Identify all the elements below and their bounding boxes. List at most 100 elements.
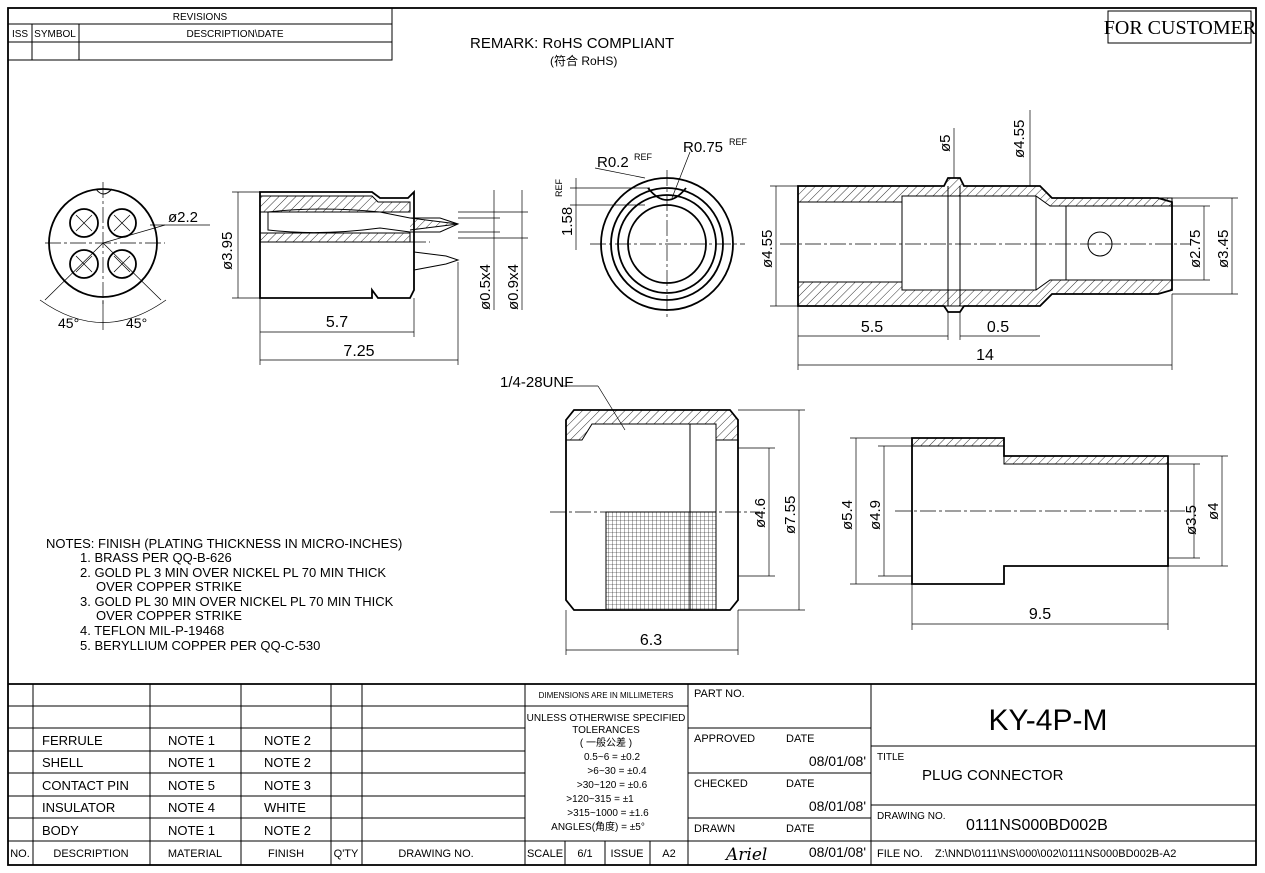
bom-row-insulator-finish: WHITE xyxy=(264,800,306,815)
dim-collar-diameter: ø5 xyxy=(937,134,954,152)
dim-radius-0-2: R0.2 xyxy=(597,154,629,171)
part-number: KY-4P-M xyxy=(989,704,1108,737)
sheet-border xyxy=(7,7,1257,866)
tolerance-row-2: >6~30 = ±0.4 xyxy=(587,766,647,777)
title-block: FERRULE NOTE 1 NOTE 2 SHELL NOTE 1 NOTE … xyxy=(8,683,1256,865)
bom-row-contact-material: NOTE 5 xyxy=(168,778,215,793)
drawing-number: 0111NS000BD002B xyxy=(966,817,1108,834)
approved-date: 08/01/08' xyxy=(809,753,866,769)
dim-shell-od: ø7.55 xyxy=(782,496,799,534)
dim-angle-right: 45° xyxy=(126,315,147,331)
revisions-title: REVISIONS xyxy=(173,12,228,23)
body-section-view: ø4.55 ø5 ø4.55 ø2.75 ø3.45 5.5 0.5 14 xyxy=(759,110,1238,370)
dim-len-5-7: 5.7 xyxy=(326,314,348,331)
dim-radius-0-75-ref: REF xyxy=(729,137,748,147)
bom-row-ferrule-desc: FERRULE xyxy=(42,733,103,748)
drawn-date: 08/01/08' xyxy=(809,844,866,860)
file-path: Z:\NND\0111\NS\000\002\0111NS000BD002B-A… xyxy=(935,848,1176,860)
dim-shell-bore: ø4.6 xyxy=(752,498,769,528)
dim-pin-diameter-2: ø0.9x4 xyxy=(505,264,522,310)
tolerance-row-1: 0.5~6 = ±0.2 xyxy=(584,752,641,763)
bom-row-ferrule-finish: NOTE 2 xyxy=(264,733,311,748)
dim-ferrule-od: ø5.4 xyxy=(839,500,856,530)
contact-pin-view: ø3.95 5.7 7.25 ø0.5x4 ø0.9x4 xyxy=(219,189,528,365)
notes-heading: NOTES: FINISH (PLATING THICKNESS IN MICR… xyxy=(46,536,402,551)
revisions-col-symbol: SYMBOL xyxy=(34,29,76,40)
bom-row-shell-material: NOTE 1 xyxy=(168,755,215,770)
dim-tail-diameter: ø3.45 xyxy=(1215,230,1232,268)
tolerance-row-4: >120~315 = ±1 xyxy=(566,794,634,805)
tolerance-line3: ( 一般公差 ) xyxy=(580,736,632,749)
issue-label: ISSUE xyxy=(610,848,643,860)
title-label: TITLE xyxy=(877,752,905,763)
note-3: 3. GOLD PL 30 MIN OVER NICKEL PL 70 MIN … xyxy=(80,594,394,609)
drawing-title: PLUG CONNECTOR xyxy=(922,767,1064,784)
front-face-view: ø2.2 45° 45° xyxy=(39,182,210,331)
note-4: 4. TEFLON MIL-P-19468 xyxy=(80,623,224,638)
dim-body-diameter-4-55: ø4.55 xyxy=(759,230,776,268)
shell-section-view: 1/4-28UNF ø4.6 ø7.55 6.3 xyxy=(500,374,805,655)
dim-thread: 1/4-28UNF xyxy=(500,374,573,391)
dim-len-0-5: 0.5 xyxy=(987,319,1009,336)
revisions-col-iss: ISS xyxy=(12,29,28,40)
bom-row-shell-desc: SHELL xyxy=(42,755,83,770)
note-5: 5. BERYLLIUM COPPER PER QQ-C-530 xyxy=(80,638,320,653)
remark-line1: REMARK: RoHS COMPLIANT xyxy=(470,35,674,52)
revisions-col-desc: DESCRIPTION\DATE xyxy=(186,29,283,40)
drawn-date-label: DATE xyxy=(786,823,815,835)
note-1: 1. BRASS PER QQ-B-626 xyxy=(80,550,232,565)
checked-date: 08/01/08' xyxy=(809,798,866,814)
insulator-end-view: 1.58 REF R0.2 REF R0.75 REF xyxy=(554,137,748,320)
dim-len-14: 14 xyxy=(976,347,994,364)
bom-row-body-material: NOTE 1 xyxy=(168,823,215,838)
dim-shell-length: 6.3 xyxy=(640,632,662,649)
bom-row-body-desc: BODY xyxy=(42,823,79,838)
dim-len-5-5: 5.5 xyxy=(861,319,883,336)
bom-header-drawing-no: DRAWING NO. xyxy=(398,848,473,860)
bom-row-ferrule-material: NOTE 1 xyxy=(168,733,215,748)
revisions-block: REVISIONS ISS SYMBOL DESCRIPTION\DATE xyxy=(7,7,393,61)
bom-row-shell-finish: NOTE 2 xyxy=(264,755,311,770)
scale-value: 6/1 xyxy=(577,848,592,860)
tolerance-line2: TOLERANCES xyxy=(572,725,640,736)
bom-header-desc: DESCRIPTION xyxy=(53,848,128,860)
scale-label: SCALE xyxy=(527,848,563,860)
bom-row-body-finish: NOTE 2 xyxy=(264,823,311,838)
dim-radius-0-75: R0.75 xyxy=(683,139,723,156)
bom-header-material: MATERIAL xyxy=(168,848,222,860)
issue-value: A2 xyxy=(662,848,675,860)
bom-row-insulator-desc: INSULATOR xyxy=(42,800,115,815)
dim-pin-tip-diameter: ø0.5x4 xyxy=(477,264,494,310)
ferrule-section-view: ø5.4 ø4.9 ø3.5 ø4 9.5 xyxy=(839,437,1228,630)
bom-header-no: NO. xyxy=(10,848,30,860)
part-no-label: PART NO. xyxy=(694,688,745,700)
dim-pin-diameter: ø2.2 xyxy=(168,209,198,226)
bom-row-insulator-material: NOTE 4 xyxy=(168,800,215,815)
drawn-by-signature: Ariel xyxy=(724,845,767,865)
dim-ferrule-id: ø4.9 xyxy=(867,500,884,530)
note-2-cont: OVER COPPER STRIKE xyxy=(96,579,242,594)
dim-collar-diameter-4-55: ø4.55 xyxy=(1011,120,1028,158)
bom-header-finish: FINISH xyxy=(268,848,304,860)
checked-date-label: DATE xyxy=(786,778,815,790)
bom-row-contact-desc: CONTACT PIN xyxy=(42,778,129,793)
remark-line2: (符合 RoHS) xyxy=(550,53,617,68)
note-2: 2. GOLD PL 3 MIN OVER NICKEL PL 70 MIN T… xyxy=(80,565,386,580)
tolerance-row-5: >315~1000 = ±1.6 xyxy=(567,808,649,819)
for-customer-stamp-box xyxy=(1107,10,1252,44)
dim-ferrule-length: 9.5 xyxy=(1029,606,1051,623)
dim-ferrule-tail-id: ø3.5 xyxy=(1183,505,1200,535)
dim-key-height-ref: REF xyxy=(554,178,564,197)
file-no-label: FILE NO. xyxy=(877,848,923,860)
dim-body-diameter: ø3.95 xyxy=(219,232,236,270)
dim-angle-left: 45° xyxy=(58,315,79,331)
tolerance-row-6: ANGLES(角度) = ±5° xyxy=(551,820,645,833)
drawing-no-label: DRAWING NO. xyxy=(877,811,946,822)
dim-ferrule-tail-od: ø4 xyxy=(1205,502,1222,520)
drawn-label: DRAWN xyxy=(694,823,735,835)
dim-len-7-25: 7.25 xyxy=(343,343,374,360)
tolerance-row-3: >30~120 = ±0.6 xyxy=(577,780,648,791)
tolerance-units: DIMENSIONS ARE IN MILLIMETERS xyxy=(539,691,674,700)
checked-label: CHECKED xyxy=(694,778,748,790)
